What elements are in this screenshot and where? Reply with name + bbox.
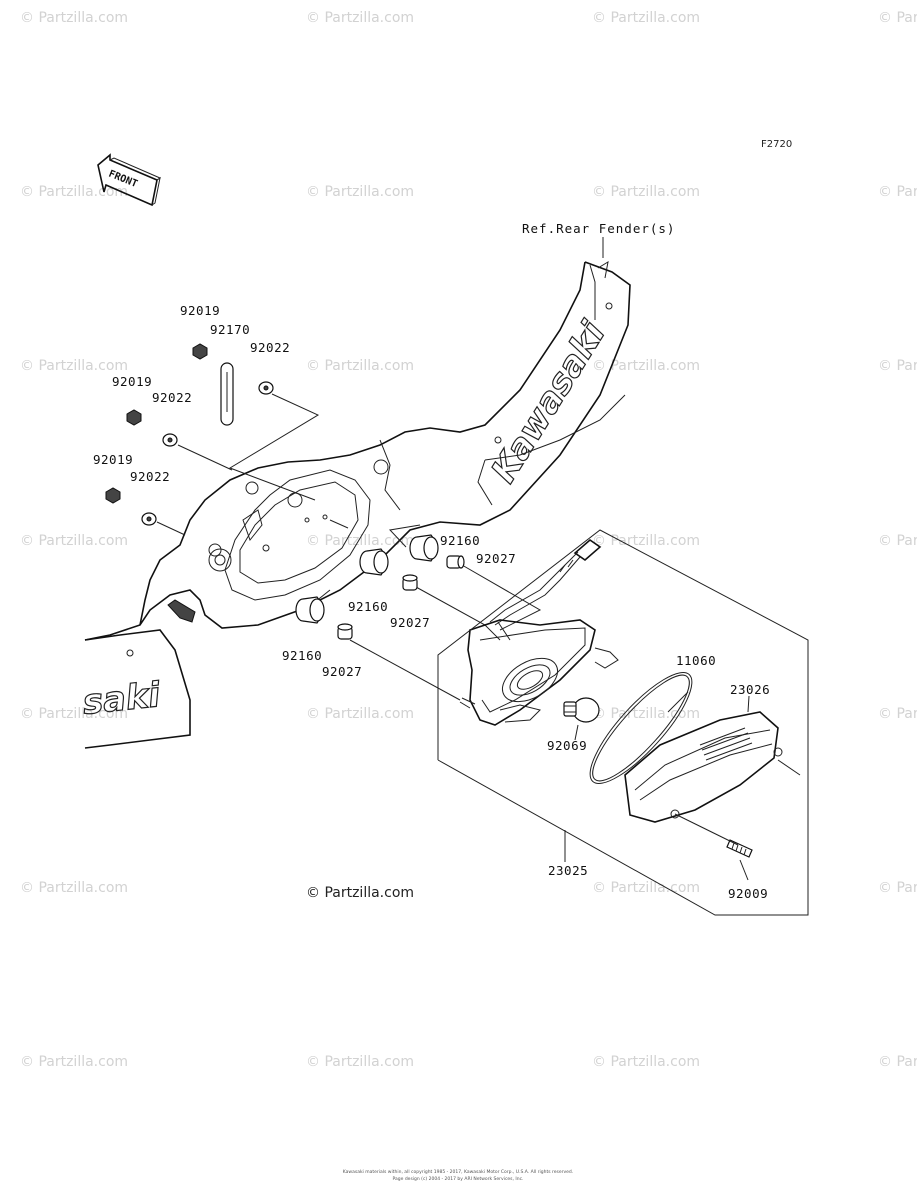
watermark: © Partzilla.com — [878, 10, 917, 26]
ref-rear-fender-label: Ref.Rear Fender(s) — [522, 221, 675, 236]
part-labels: 92019 92170 92022 92019 92022 92019 9202… — [93, 303, 770, 901]
gasket — [589, 672, 693, 784]
watermark: © Partzilla.com — [878, 184, 917, 200]
watermark: © Partzilla.com — [306, 706, 414, 722]
watermark: © Partzilla.com — [878, 533, 917, 549]
watermark: © Partzilla.com — [306, 533, 414, 549]
collars — [337, 555, 465, 640]
tail-lens — [624, 711, 783, 823]
tail-light-housing — [459, 538, 619, 726]
watermark: © Partzilla.com — [306, 1054, 414, 1070]
part-number-label: 92019 — [112, 374, 152, 389]
leader-line — [747, 695, 750, 713]
watermark: © Partzilla.com — [592, 706, 700, 722]
watermark: © Partzilla.com — [878, 358, 917, 374]
watermark: © Partzilla.com — [592, 358, 700, 374]
watermark: © Partzilla.com — [20, 1054, 128, 1070]
copyright-label: © Partzilla.com — [306, 885, 414, 901]
watermark: © Partzilla.com — [592, 10, 700, 26]
collar — [337, 623, 353, 640]
watermark: © Partzilla.com — [20, 880, 128, 896]
part-number-label: 92160 — [348, 599, 388, 614]
part-number-label: 92019 — [180, 303, 220, 318]
leader-line — [674, 813, 739, 846]
brand-logo-partial: saki — [81, 675, 164, 723]
part-number-label: 92160 — [440, 533, 480, 548]
watermark: © Partzilla.com — [20, 358, 128, 374]
part-number-label: 92170 — [210, 322, 250, 337]
leader-line — [574, 724, 579, 741]
watermark: © Partzilla.com — [20, 706, 128, 722]
watermark-grid: © Partzilla.com © Partzilla.com © Partzi… — [20, 10, 917, 1070]
part-number-label: 23026 — [730, 682, 770, 697]
watermark: © Partzilla.com — [306, 358, 414, 374]
leader-line — [739, 859, 749, 881]
watermark: © Partzilla.com — [306, 10, 414, 26]
grommet — [295, 596, 325, 624]
figure-id: F2720 — [761, 139, 792, 150]
part-number-label: 92069 — [547, 738, 587, 753]
grommet — [409, 534, 439, 562]
watermark: © Partzilla.com — [20, 184, 128, 200]
watermark: © Partzilla.com — [20, 10, 128, 26]
part-number-label: 23025 — [548, 863, 588, 878]
part-number-label: 92022 — [130, 469, 170, 484]
watermark: © Partzilla.com — [878, 880, 917, 896]
watermark: © Partzilla.com — [592, 533, 700, 549]
watermark: © Partzilla.com — [592, 1054, 700, 1070]
part-number-label: 11060 — [676, 653, 716, 668]
grommet — [359, 548, 389, 576]
watermark: © Partzilla.com — [878, 706, 917, 722]
watermark: © Partzilla.com — [878, 1054, 917, 1070]
part-number-label: 92027 — [476, 551, 516, 566]
assembly-bracket — [437, 529, 809, 916]
bulb — [563, 697, 600, 723]
part-number-label: 92022 — [152, 390, 192, 405]
leader-line — [777, 759, 801, 776]
part-number-label: 92160 — [282, 648, 322, 663]
part-number-label: 92027 — [390, 615, 430, 630]
part-number-label: 92027 — [322, 664, 362, 679]
watermark: © Partzilla.com — [20, 533, 128, 549]
grommets — [295, 534, 439, 624]
watermark: © Partzilla.com — [306, 184, 414, 200]
part-number-label: 92009 — [728, 886, 768, 901]
part-number-label: 92022 — [250, 340, 290, 355]
part-number-label: 92019 — [93, 452, 133, 467]
leader-line — [667, 691, 689, 713]
mounting-hardware — [105, 343, 274, 526]
collar — [402, 574, 418, 591]
watermark: © Partzilla.com — [592, 880, 700, 896]
watermark: © Partzilla.com — [592, 184, 700, 200]
legal-line-2: Page design (c) 2004 - 2017 by ARI Netwo… — [393, 1176, 524, 1182]
collar — [446, 555, 465, 569]
screw — [726, 839, 753, 858]
legal-line-1: Kawasaki materials within, all copyright… — [343, 1169, 573, 1175]
